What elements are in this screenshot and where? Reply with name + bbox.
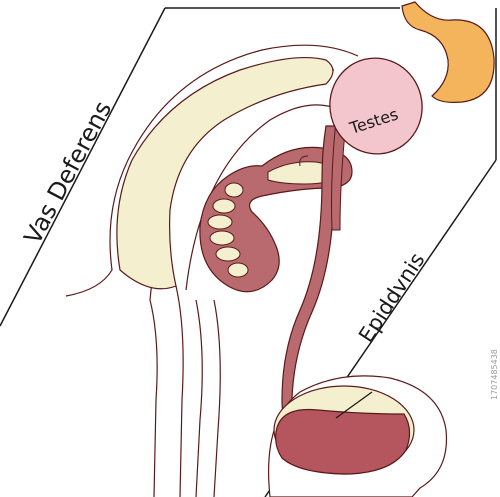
label-epididymis: Epiddvnis [354,248,429,346]
label-vas-deferens: Vas Deferens [19,96,118,248]
urethra-line-5 [185,104,341,291]
stock-id-text: 1707485438 [490,349,499,400]
urethra-line-3 [195,299,203,497]
testes-organ [329,57,423,155]
urethra-line-2 [175,285,184,497]
seminal-vesicle-hook [299,155,309,167]
upper-left-band-line [0,7,166,327]
stock-id-watermark: 1707485438 [488,300,500,410]
vas-deferens-duct-2 [331,119,347,231]
epididymis-pointer [335,391,373,419]
scrotum-fluid [275,408,411,475]
urethra-line-4 [213,299,221,497]
cream-organ [116,56,334,290]
outer-body-wall [65,44,359,297]
urethra-line-1 [149,299,158,497]
seminal-vesicle-lobes [207,182,249,278]
orange-organ [401,1,495,103]
